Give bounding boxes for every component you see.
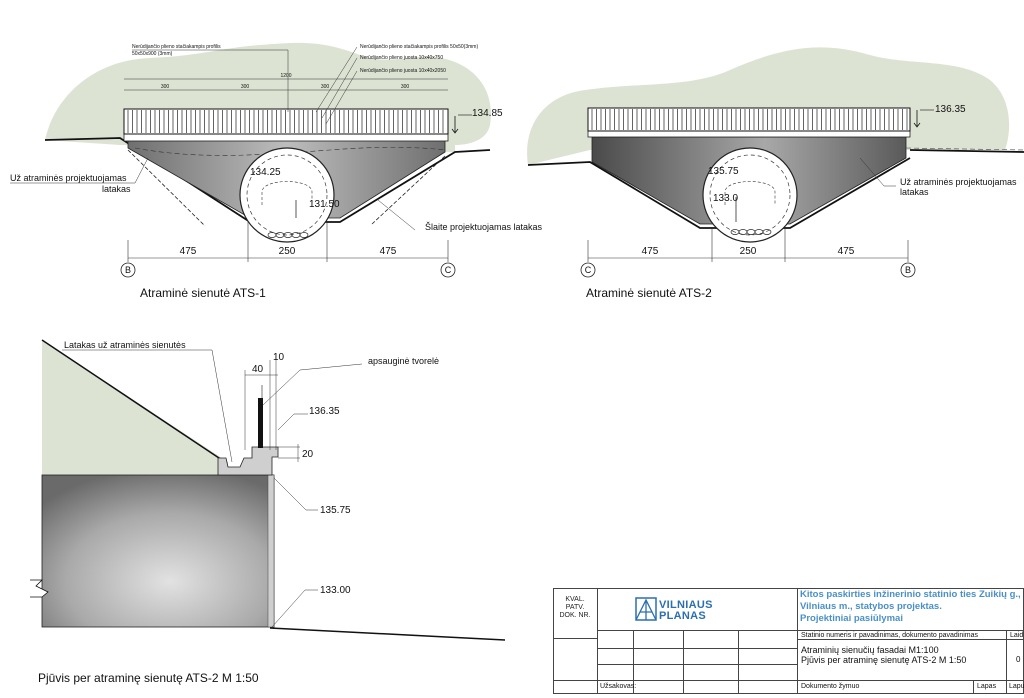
ats1-label-strip-750: Nerūdijančio plieno juosta 10x40x750 (360, 55, 443, 61)
logo-text: VILNIAUS PLANAS (659, 599, 713, 622)
ats1-dim-center: 250 (279, 246, 296, 257)
ats1-tunnel (239, 147, 335, 243)
ats1-label-left-gutter2: latakas (102, 184, 131, 194)
ats1-dim-total: 1200 (280, 73, 291, 79)
ats2-axis-right: B (905, 265, 911, 275)
tb-uzsakovas: Užsakovas: (600, 683, 637, 690)
ats2-elev-top: 136.35 (935, 104, 966, 115)
ats2-dim-left: 475 (642, 246, 659, 257)
ats1-axis-right: C (445, 265, 452, 275)
ats1-dim-c: 300 (321, 84, 330, 90)
ats1-label-rail-profile-size: 50x50x900 (3mm) (132, 51, 173, 57)
section-wall (41, 474, 275, 628)
section-elev-bot: 133.00 (320, 585, 351, 596)
ats1-label-rail-profile: Nerūdijančio plieno stačiakampis profili… (132, 44, 221, 50)
project-title: Kitos paskirties inžinerinio statinio ti… (800, 589, 1021, 624)
section-gutter (217, 446, 279, 476)
ats1-dim-left: 475 (180, 246, 197, 257)
section-dim-10: 10 (273, 352, 285, 363)
ats1-dim-right: 475 (380, 246, 397, 257)
ats1-elevation: 1200 300 300 300 300 Nerūdijančio plieno… (10, 42, 543, 300)
document-title: Atraminių sienučių fasadai M1:100 Pjūvis… (801, 645, 967, 665)
ats2-tunnel (702, 147, 798, 243)
tb-lapas: Lapas (977, 683, 997, 690)
ats1-dim-a: 300 (161, 84, 170, 90)
ats1-label-strip-2050: Nerūdijančio plieno juosta 10x40x2050 (360, 68, 446, 74)
section-elev-top: 136.35 (309, 406, 340, 417)
ats2-cap (587, 130, 911, 138)
ats1-dim-b: 300 (241, 84, 250, 90)
ats1-caption: Atraminė sienutė ATS-1 (140, 286, 266, 300)
section-dim-40: 40 (252, 364, 264, 375)
tb-lapu: Lapu (1009, 683, 1024, 690)
section-caption: Pjūvis per atraminę sienutę ATS-2 M 1:50 (38, 671, 259, 685)
ats1-tunnel-arch (261, 181, 313, 205)
ats2-label-right-gutter2: latakas (900, 187, 929, 197)
section-label-gutter: Latakas už atraminės sienutės (64, 340, 186, 350)
ats2-tunnel-inner (709, 154, 791, 236)
ats1-pipes (267, 232, 309, 238)
ats2-elev-bot: 133.0 (713, 193, 738, 204)
ats1-label-left-gutter: Už atraminės projektuojamas (10, 173, 127, 183)
tb-doc-mark: Dokumento žymuo (801, 683, 860, 690)
ats1-gutter-dashed (127, 149, 446, 227)
ats2-axis-left: C (585, 265, 592, 275)
ats1-elev-bot: 131.50 (309, 199, 340, 210)
tb-header-laida: Laid (1010, 632, 1024, 639)
ats2-elev-mid: 135.75 (708, 166, 739, 177)
ats1-railing (123, 108, 449, 135)
ats2-dim-center: 250 (740, 246, 757, 257)
ats1-cap (123, 133, 449, 142)
section-fence-post (258, 398, 263, 448)
tb-laida-value: 0 (1016, 655, 1021, 664)
ats1-railing-bars (127, 110, 444, 133)
ats2-dim-right: 475 (838, 246, 855, 257)
title-block: KVAL. PATV. DOK. NR. VILNIAUS PLANAS Kit… (553, 588, 1024, 698)
ats2-label-right-gutter: Už atraminės projektuojamas (900, 177, 1017, 187)
ats1-dim-d: 300 (401, 84, 410, 90)
ats1-elev-mid: 134.25 (250, 167, 281, 178)
section-dim-20: 20 (302, 449, 314, 460)
tb-kval: KVAL. PATV. DOK. NR. (559, 596, 591, 619)
ats2-elevation: 136.35 135.75 133.0 Už atraminės projekt… (527, 47, 1024, 300)
ats2-pipes (730, 229, 772, 235)
ats1-tunnel-inner (246, 154, 328, 236)
section-label-fence: apsauginė tvorelė (368, 356, 439, 366)
section-elev-mid: 135.75 (320, 505, 351, 516)
section-view: 40 10 20 Latakas už atraminės sienutės a… (30, 339, 506, 685)
section-ground (42, 340, 228, 475)
ats2-railing-bars (591, 109, 908, 130)
ats1-label-slope-gutter: Šlaite projektuojamas latakas (425, 222, 543, 232)
ats1-slope-dash (134, 147, 446, 156)
ats1-axis-left: B (125, 265, 131, 275)
ats2-ground-line (527, 149, 1024, 229)
vilniaus-planas-logo-icon (635, 597, 657, 621)
ats1-label-top-profile: Nerūdijančio plieno stačiakampis profili… (360, 44, 478, 50)
ats1-elev-top: 134.85 (472, 108, 503, 119)
ats2-caption: Atraminė sienutė ATS-2 (586, 286, 712, 300)
tb-header-name: Statinio numeris ir pavadinimas, dokumen… (801, 632, 979, 639)
